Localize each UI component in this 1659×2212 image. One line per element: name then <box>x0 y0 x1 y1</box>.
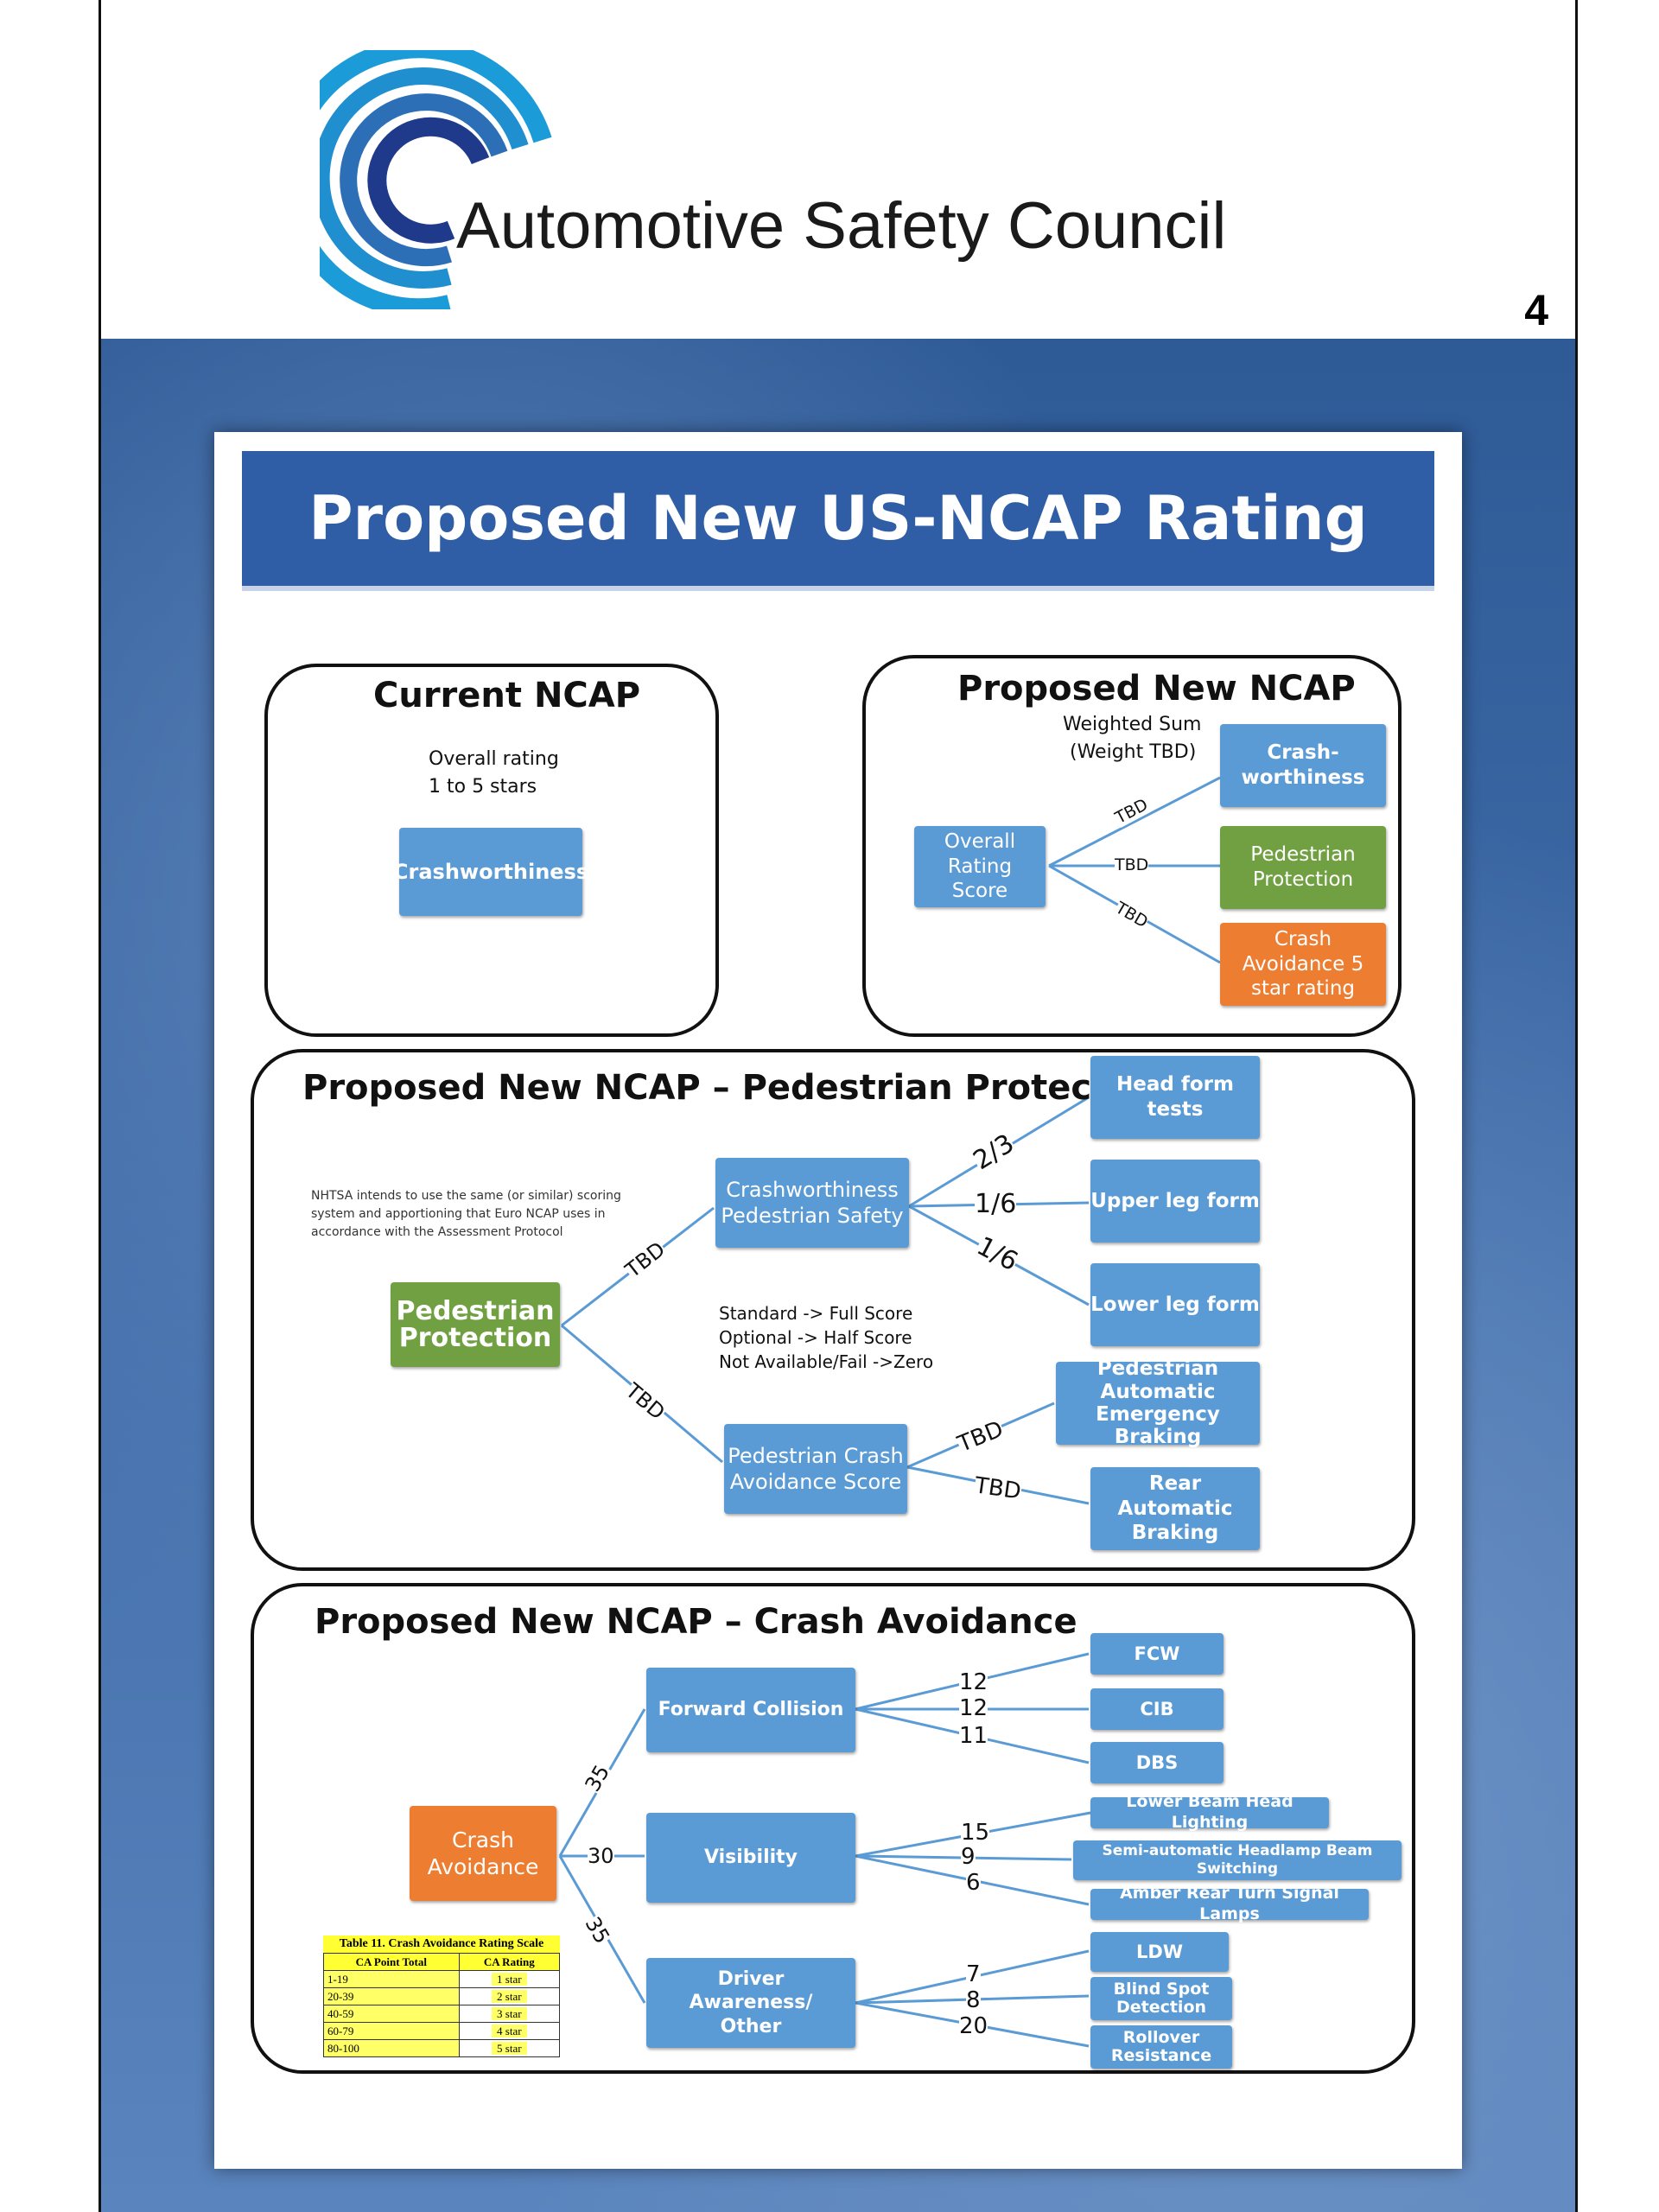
ca-rating-scale-table: Table 11. Crash Avoidance Rating Scale C… <box>323 1936 561 2057</box>
weight-label: 11 <box>959 1723 988 1749</box>
current-ncap-title: Current NCAP <box>373 676 641 715</box>
table-cell: 1-19 <box>323 1970 460 1988</box>
table-cell: 1 star <box>458 1970 561 1988</box>
rear-automatic-braking-box: Rear Automatic Braking <box>1090 1467 1260 1550</box>
weight-label: 6 <box>966 1870 981 1896</box>
proposed-ncap-title: Proposed New NCAP <box>957 669 1356 709</box>
org-name: Automotive Safety Council <box>456 189 1227 263</box>
weight-label: 8 <box>966 1987 981 2013</box>
ldw-box: LDW <box>1090 1932 1229 1972</box>
table-header: CA Point Total <box>323 1953 460 1971</box>
driver-awareness-other-box: Driver Awareness/ Other <box>646 1958 855 2048</box>
weight-label: 12 <box>959 1669 988 1695</box>
weight-label: 7 <box>966 1961 981 1987</box>
crash-avoidance-section <box>251 1583 1415 2074</box>
visibility-box: Visibility <box>646 1813 855 1903</box>
head-form-tests-box: Head form tests <box>1090 1056 1260 1139</box>
pedestrian-section-title: Proposed New NCAP – Pedestrian Protectio… <box>302 1068 1168 1108</box>
page-title: Proposed New US-NCAP Rating <box>242 451 1434 591</box>
nhtsa-note: NHTSA intends to use the same (or simila… <box>311 1189 621 1239</box>
current-ncap-desc-2: 1 to 5 stars <box>429 776 537 798</box>
semi-automatic-headlamp-box: Semi-automatic Headlamp Beam Switching <box>1073 1840 1402 1880</box>
pedestrian-protection-box: Pedestrian Protection <box>1220 826 1386 909</box>
weight-label: 12 <box>959 1695 988 1721</box>
table-cell: 60-79 <box>323 2022 460 2040</box>
lower-leg-form-box: Lower leg form <box>1090 1263 1260 1346</box>
forward-collision-box: Forward Collision <box>646 1668 855 1752</box>
blind-spot-detection-box: Blind Spot Detection <box>1090 1977 1232 2020</box>
table-cell: 5 star <box>458 2039 561 2057</box>
weight-label: 15 <box>961 1820 990 1846</box>
table-cell: 4 star <box>458 2022 561 2040</box>
current-ncap-desc-1: Overall rating <box>429 748 559 770</box>
pedestrian-protection-root-box: Pedestrian Protection <box>391 1282 560 1367</box>
concentric-arc-c-logo-icon <box>320 50 552 309</box>
amber-rear-turn-signal-box: Amber Rear Turn Signal Lamps <box>1090 1884 1369 1923</box>
table-cell: 40-59 <box>323 2005 460 2023</box>
pedestrian-crash-avoidance-score-box: Pedestrian Crash Avoidance Score <box>724 1424 907 1514</box>
crashworthiness-box: Crashworthiness <box>393 828 588 916</box>
fcw-box: FCW <box>1090 1633 1224 1675</box>
table-header: CA Rating <box>458 1953 561 1971</box>
weight-label: 30 <box>588 1844 614 1868</box>
table-cell: 80-100 <box>323 2039 460 2057</box>
crash-avoidance-root-box: Crash Avoidance <box>410 1806 556 1901</box>
crashworthiness-pedestrian-safety-box: Crashworthiness Pedestrian Safety <box>715 1158 909 1248</box>
scoring-rule-2: Optional -> Half Score <box>719 1327 912 1348</box>
table-cell: 20-39 <box>323 1987 460 2005</box>
proposed-ncap-section <box>862 655 1402 1037</box>
cib-box: CIB <box>1090 1688 1224 1730</box>
table-cell: 3 star <box>458 2005 561 2023</box>
pedestrian-protection-section <box>251 1049 1415 1571</box>
weight-label: 9 <box>961 1844 976 1870</box>
pedestrian-aeb-box: Pedestrian Automatic Emergency Braking <box>1056 1357 1260 1448</box>
weight-tbd-label: (Weight TBD) <box>1070 741 1197 763</box>
lower-beam-head-lighting-box: Lower Beam Head Lighting <box>1090 1792 1329 1832</box>
weighted-sum-label: Weighted Sum <box>1063 714 1202 735</box>
table-cell: 2 star <box>458 1987 561 2005</box>
weight-label: 1/6 <box>975 1189 1017 1219</box>
rollover-resistance-box: Rollover Resistance <box>1090 2025 1232 2069</box>
weight-label: TBD <box>1115 855 1149 874</box>
current-ncap-section <box>264 664 719 1037</box>
page-number: 4 <box>1524 286 1548 334</box>
scoring-rule-1: Standard -> Full Score <box>719 1303 913 1324</box>
crash-avoidance-section-title: Proposed New NCAP – Crash Avoidance <box>315 1602 1077 1642</box>
dbs-box: DBS <box>1090 1742 1224 1783</box>
crash-avoidance-5-star-box: Crash Avoidance 5 star rating <box>1220 923 1386 1006</box>
table-caption: Table 11. Crash Avoidance Rating Scale <box>323 1936 560 1953</box>
crash-worthiness-box: Crash-worthiness <box>1220 724 1386 807</box>
scoring-rule-3: Not Available/Fail ->Zero <box>719 1351 934 1372</box>
overall-rating-score-box: Overall Rating Score <box>914 826 1046 907</box>
weight-label: 20 <box>959 2013 988 2039</box>
upper-leg-form-box: Upper leg form <box>1090 1160 1260 1243</box>
table-header-row: CA Point Total CA Rating <box>323 1953 561 1971</box>
